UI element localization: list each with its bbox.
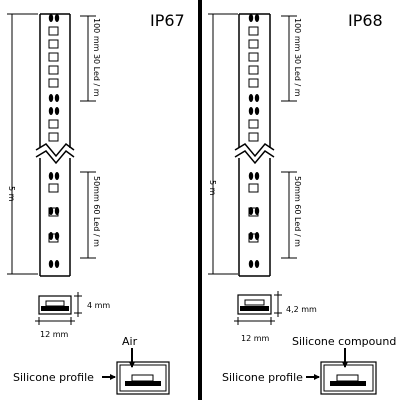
led-pair-icon xyxy=(248,260,260,268)
section-bottom-dimension xyxy=(80,171,96,259)
break-zigzag-icon xyxy=(234,150,275,165)
led-pair-icon xyxy=(248,172,260,180)
panel-ip68: IP68 xyxy=(208,11,396,395)
section-top-label: 100 mm 30 Led / m xyxy=(293,18,302,97)
smd-pad-icon xyxy=(248,26,259,243)
height-label: 4,2 mm xyxy=(286,305,317,314)
led-pair-icon xyxy=(248,14,260,22)
profile-label: Silicone profile xyxy=(222,371,303,384)
break-zigzag-icon xyxy=(35,149,75,165)
width-label: 12 mm xyxy=(241,334,270,343)
width-label: 12 mm xyxy=(40,330,69,339)
length-label: 5 m xyxy=(7,186,16,202)
led-pair-icon xyxy=(48,94,60,102)
led-pair-icon xyxy=(248,107,260,115)
length-dimension xyxy=(7,13,38,275)
profile-label: Silicone profile xyxy=(13,371,94,384)
led-pair-icon xyxy=(48,260,60,268)
smd-pad-icon xyxy=(48,26,59,243)
panel-ip67: IP67 xyxy=(7,11,185,395)
led-pair-icon xyxy=(248,94,260,102)
section-bottom-label: 50mm 60 Led / m xyxy=(293,176,302,247)
led-strip xyxy=(35,13,75,277)
height-dimension xyxy=(74,292,82,317)
break-zigzag-icon xyxy=(234,143,275,158)
height-label: 4 mm xyxy=(87,301,110,310)
length-dimension xyxy=(208,13,238,275)
section-top-dimension xyxy=(80,15,96,102)
fill-label: Silicone compound xyxy=(292,335,396,348)
led-pair-icon xyxy=(48,107,60,115)
rating-title: IP68 xyxy=(348,11,383,30)
width-dimension xyxy=(35,317,75,325)
cross-section xyxy=(38,295,72,315)
height-dimension xyxy=(274,291,282,317)
silicone-profile xyxy=(116,361,170,395)
section-top-dimension xyxy=(281,15,297,102)
section-top-label: 100 mm 30 Led / m xyxy=(92,18,101,97)
width-dimension xyxy=(234,317,275,325)
led-pair-icon xyxy=(48,14,60,22)
length-label: 5 m xyxy=(208,180,217,196)
break-zigzag-icon xyxy=(35,142,75,158)
rating-title: IP67 xyxy=(150,11,185,30)
led-strip xyxy=(234,13,275,277)
silicone-profile xyxy=(320,361,377,395)
section-bottom-label: 50mm 60 Led / m xyxy=(92,176,101,247)
cross-section xyxy=(237,294,272,315)
fill-label: Air xyxy=(122,335,138,348)
section-bottom-dimension xyxy=(281,171,297,259)
panel-divider xyxy=(198,0,202,400)
led-pair-icon xyxy=(48,172,60,180)
